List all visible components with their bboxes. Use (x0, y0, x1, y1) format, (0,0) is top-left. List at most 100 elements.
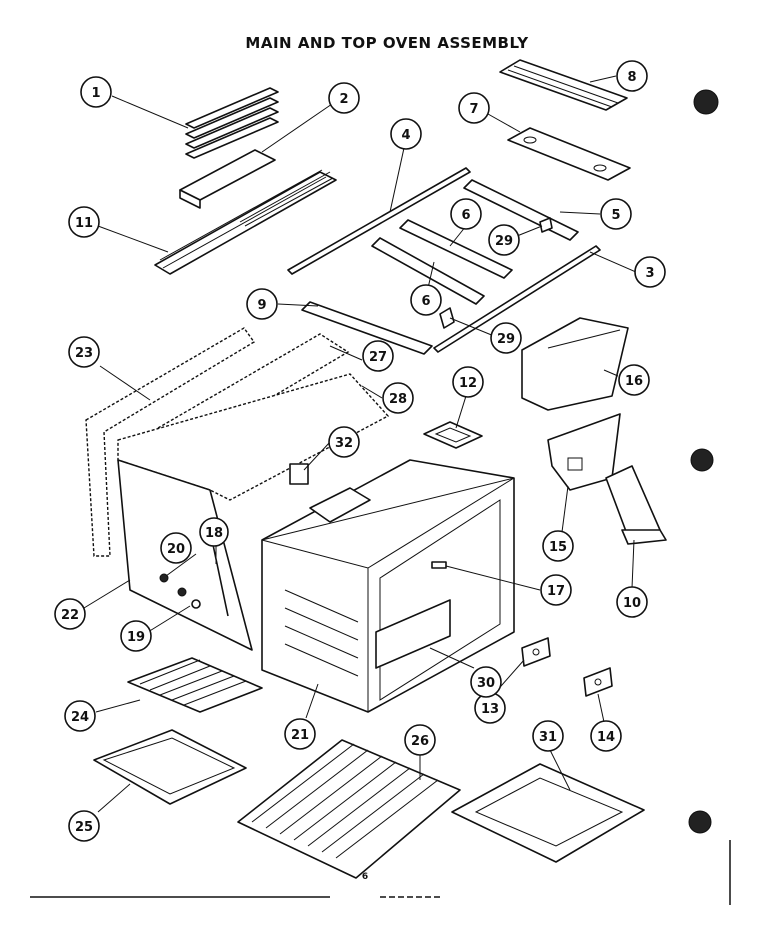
callout-6: 6 (450, 198, 482, 230)
svg-text:3: 3 (645, 266, 654, 281)
svg-text:6: 6 (421, 294, 430, 309)
svg-text:1: 1 (91, 86, 100, 101)
svg-text:12: 12 (459, 376, 477, 391)
callout-25: 25 (68, 810, 100, 842)
svg-text:28: 28 (389, 392, 407, 407)
callout-3: 3 (634, 256, 666, 288)
callout-26: 26 (404, 724, 436, 756)
callout-32: 32 (328, 426, 360, 458)
part-12-gasket (423, 421, 483, 449)
part-30-pan (375, 599, 451, 669)
svg-text:6: 6 (461, 208, 470, 223)
callout-6b: 6 (410, 284, 442, 316)
part-17-bracket (431, 561, 447, 569)
part-29-clips (439, 217, 553, 329)
callout-20: 20 (160, 532, 192, 564)
part-19-washer (191, 599, 201, 609)
footer-rule (30, 840, 731, 905)
part-2-bracket (179, 149, 276, 209)
svg-text:21: 21 (291, 728, 309, 743)
part-9-rail (301, 301, 433, 355)
part-24-broiler-grid (127, 657, 263, 713)
svg-text:27: 27 (369, 350, 387, 365)
part-15-housing (547, 413, 621, 491)
callout-2: 2 (328, 82, 360, 114)
svg-text:13: 13 (481, 702, 499, 717)
part-14-plate (583, 667, 613, 697)
callout-30: 30 (470, 666, 502, 698)
svg-text:29: 29 (497, 332, 515, 347)
svg-text:29: 29 (495, 234, 513, 249)
callout-15: 15 (542, 530, 574, 562)
callout-31: 31 (532, 720, 564, 752)
callout-29: 29 (488, 224, 520, 256)
part-26-oven-rack (237, 739, 461, 879)
part-6-rails (371, 219, 513, 305)
callout-1: 1 (80, 76, 112, 108)
part-16-cover (521, 317, 629, 411)
part-31-frame (451, 763, 645, 863)
svg-text:14: 14 (597, 730, 615, 745)
svg-text:5: 5 (611, 208, 620, 223)
svg-text:4: 4 (401, 128, 410, 143)
part-10-duct (605, 465, 667, 545)
diagram-title: MAIN AND TOP OVEN ASSEMBLY (245, 34, 529, 52)
callout-9: 9 (246, 288, 278, 320)
callout-8: 8 (616, 60, 648, 92)
callout-21: 21 (284, 718, 316, 750)
svg-text:19: 19 (127, 630, 145, 645)
svg-text:16: 16 (625, 374, 643, 389)
binder-holes (688, 89, 719, 834)
part-8-grille (499, 59, 628, 111)
callout-18: 18 (199, 517, 229, 547)
part-18-rod (211, 539, 229, 617)
part-3-long-rail (433, 245, 601, 353)
svg-text:24: 24 (71, 710, 89, 725)
callout-17: 17 (540, 574, 572, 606)
svg-text:22: 22 (61, 608, 79, 623)
svg-text:17: 17 (547, 584, 565, 599)
callout-19: 19 (120, 620, 152, 652)
leader-lines (83, 75, 637, 813)
svg-text:30: 30 (477, 676, 495, 691)
svg-text:2: 2 (339, 92, 348, 107)
callout-10: 10 (616, 586, 648, 618)
callout-13: 13 (474, 692, 506, 724)
callout-23: 23 (68, 336, 100, 368)
callout-27: 27 (362, 340, 394, 372)
part-4-long-rail (287, 167, 471, 275)
svg-text:20: 20 (167, 542, 185, 557)
callout-29b: 29 (490, 322, 522, 354)
callout-5: 5 (600, 198, 632, 230)
callout-11: 11 (68, 206, 100, 238)
part-7-plate (507, 127, 631, 181)
svg-text:18: 18 (205, 526, 223, 541)
part-1-trim-bars (185, 87, 279, 159)
callout-16: 16 (618, 364, 650, 396)
svg-text:7: 7 (469, 102, 478, 117)
svg-text:15: 15 (549, 540, 567, 555)
svg-text:26: 26 (411, 734, 429, 749)
part-23-insulation (85, 327, 256, 557)
svg-text:10: 10 (623, 596, 641, 611)
page-number: 6 (361, 872, 369, 882)
callout-24: 24 (64, 700, 96, 732)
part-32-switch (289, 463, 309, 485)
part-13-plate (521, 637, 551, 667)
callout-14: 14 (590, 720, 622, 752)
svg-text:32: 32 (335, 436, 353, 451)
part-11-vent-panel (154, 169, 337, 275)
svg-text:23: 23 (75, 346, 93, 361)
svg-text:11: 11 (75, 216, 93, 231)
callout-28: 28 (382, 382, 414, 414)
svg-text:25: 25 (75, 820, 93, 835)
svg-text:31: 31 (539, 730, 557, 745)
svg-text:8: 8 (627, 70, 636, 85)
callout-22: 22 (54, 598, 86, 630)
callout-7: 7 (458, 92, 490, 124)
callout-4: 4 (390, 118, 422, 150)
svg-text:9: 9 (257, 298, 266, 313)
callout-12: 12 (452, 366, 484, 398)
